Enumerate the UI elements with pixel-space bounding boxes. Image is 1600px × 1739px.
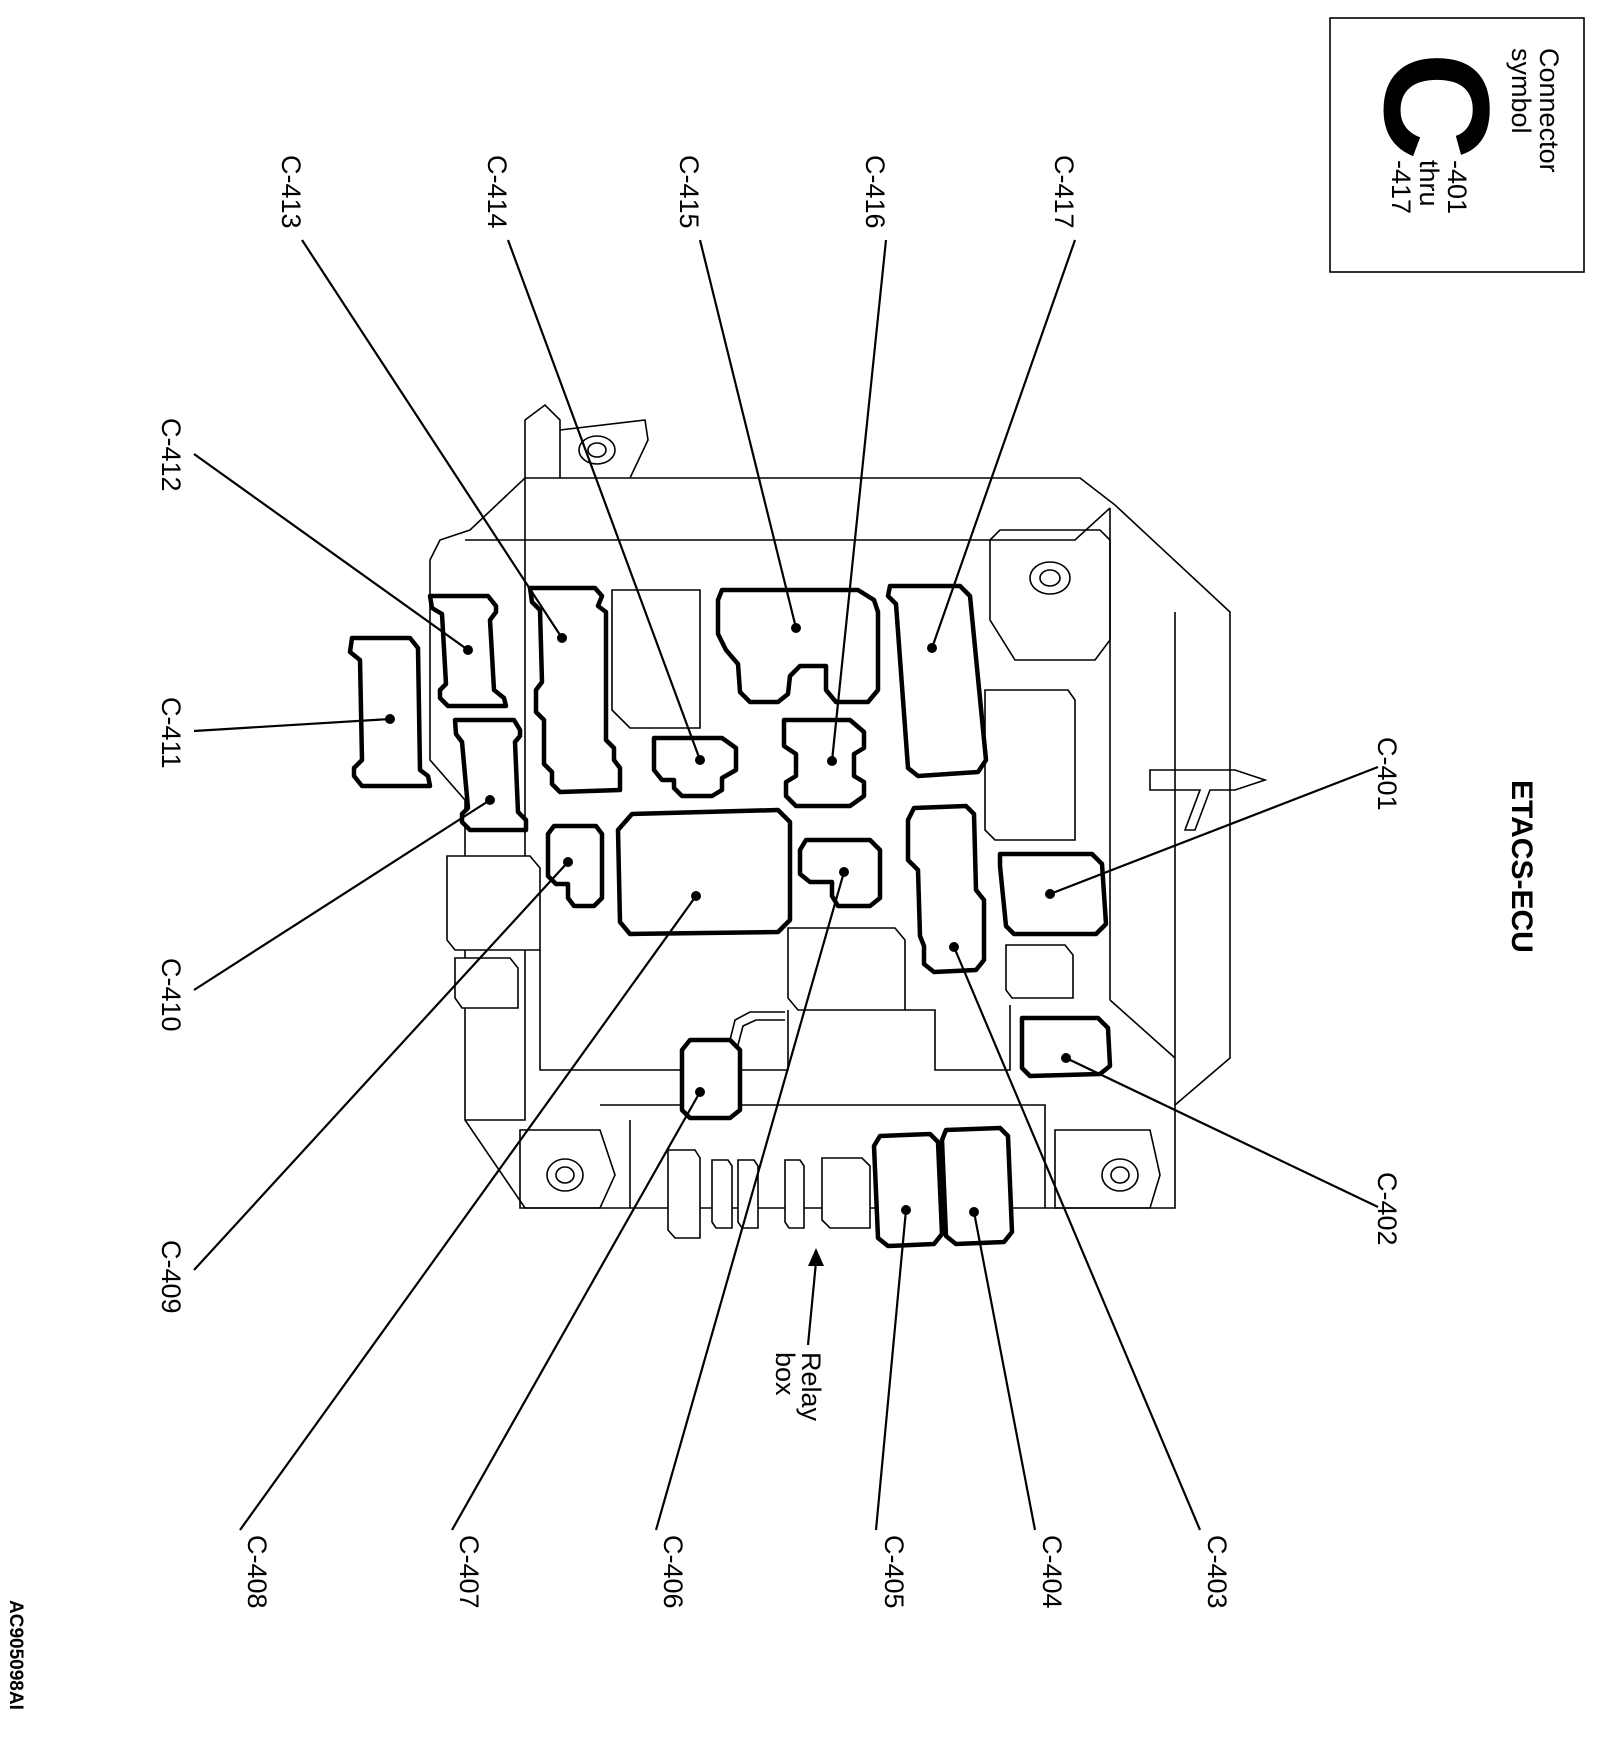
svg-text:symbol: symbol [1506, 48, 1536, 134]
label-c401: C-401 [1372, 737, 1402, 811]
connector-c405-body [871, 1131, 945, 1249]
label-c411: C-411 [156, 697, 186, 769]
connector-c403-body [905, 803, 987, 975]
relay-box-label: Relay box [770, 1352, 826, 1422]
figure-code: AC905098AI [5, 1600, 26, 1710]
relay-box-line1: Relay [796, 1352, 826, 1422]
svg-text:thru: thru [1414, 160, 1444, 207]
connector-c402-body [1019, 1015, 1113, 1079]
label-c402: C-402 [1372, 1172, 1402, 1246]
relay-box-line2: box [770, 1352, 800, 1396]
label-c416: C-416 [860, 155, 890, 229]
svg-text:C-410: C-410 [156, 958, 186, 1032]
svg-text:C-412: C-412 [156, 418, 186, 492]
diagram-title: ETACS-ECU [1505, 780, 1538, 953]
legend-heading-line2: symbol [1506, 48, 1536, 134]
svg-text:box: box [770, 1352, 800, 1396]
svg-text:ETACS-ECU: ETACS-ECU [1505, 780, 1538, 953]
legend-heading-line1: Connector [1534, 48, 1564, 173]
connector-c416-body [781, 717, 867, 809]
connector-c413-body [527, 585, 623, 795]
connector-symbol-legend: Connector symbol C -401 thru -417 [1329, 17, 1585, 273]
label-c414: C-414 [482, 155, 512, 229]
label-c409: C-409 [156, 1240, 186, 1314]
svg-text:C: C [1353, 52, 1521, 160]
connector-c415-body [715, 587, 881, 705]
label-c406: C-406 [658, 1535, 688, 1609]
svg-text:C-402: C-402 [1372, 1172, 1402, 1246]
svg-text:C-415: C-415 [674, 155, 704, 229]
label-c404: C-404 [1037, 1535, 1067, 1609]
connector-c414-body [651, 735, 739, 799]
connector-outlines [347, 583, 1113, 1249]
label-c413: C-413 [276, 155, 306, 229]
svg-text:Relay: Relay [796, 1352, 826, 1422]
svg-text:C-401: C-401 [1372, 737, 1402, 811]
svg-text:C-407: C-407 [454, 1535, 484, 1609]
connector-labels: C-401 C-402 C-403 C-404 C-405 C-406 C-40… [156, 155, 1402, 1609]
svg-text:C-406: C-406 [658, 1535, 688, 1609]
connector-c411-body [347, 635, 433, 789]
svg-text:C-404: C-404 [1037, 1535, 1067, 1609]
svg-text:C-403: C-403 [1202, 1535, 1232, 1609]
svg-text:AC905098AI: AC905098AI [5, 1600, 26, 1710]
label-c407: C-407 [454, 1535, 484, 1609]
connector-c417-body [885, 583, 989, 779]
legend-range-line1: -401 [1442, 160, 1472, 214]
svg-text:Connector: Connector [1534, 48, 1564, 173]
connector-c410-body [452, 717, 529, 833]
ecu-housing [429, 403, 1268, 1239]
legend-frame [1329, 17, 1585, 273]
legend-range-line2: thru [1414, 160, 1444, 207]
connector-symbol-letter: C [1353, 52, 1521, 160]
label-c417: C-417 [1049, 155, 1079, 229]
connector-c404-body [939, 1125, 1015, 1247]
label-c408: C-408 [242, 1535, 272, 1609]
label-c412: C-412 [156, 418, 186, 492]
svg-text:C-416: C-416 [860, 155, 890, 229]
svg-text:-401: -401 [1442, 160, 1472, 214]
label-c415: C-415 [674, 155, 704, 229]
leader-lines [193, 239, 1379, 1531]
legend-range-line3: -417 [1386, 160, 1416, 214]
svg-text:C-405: C-405 [879, 1535, 909, 1609]
svg-text:C-417: C-417 [1049, 155, 1079, 229]
label-c405: C-405 [879, 1535, 909, 1609]
connector-c408-body [615, 807, 793, 937]
svg-text:C-408: C-408 [242, 1535, 272, 1609]
svg-text:C-409: C-409 [156, 1240, 186, 1314]
label-c410: C-410 [156, 958, 186, 1032]
connector-c409-body [545, 823, 605, 909]
svg-text:C-414: C-414 [482, 155, 512, 229]
svg-text:C-411: C-411 [156, 697, 186, 769]
svg-text:C-413: C-413 [276, 155, 306, 229]
label-c403: C-403 [1202, 1535, 1232, 1609]
svg-text:-417: -417 [1386, 160, 1416, 214]
